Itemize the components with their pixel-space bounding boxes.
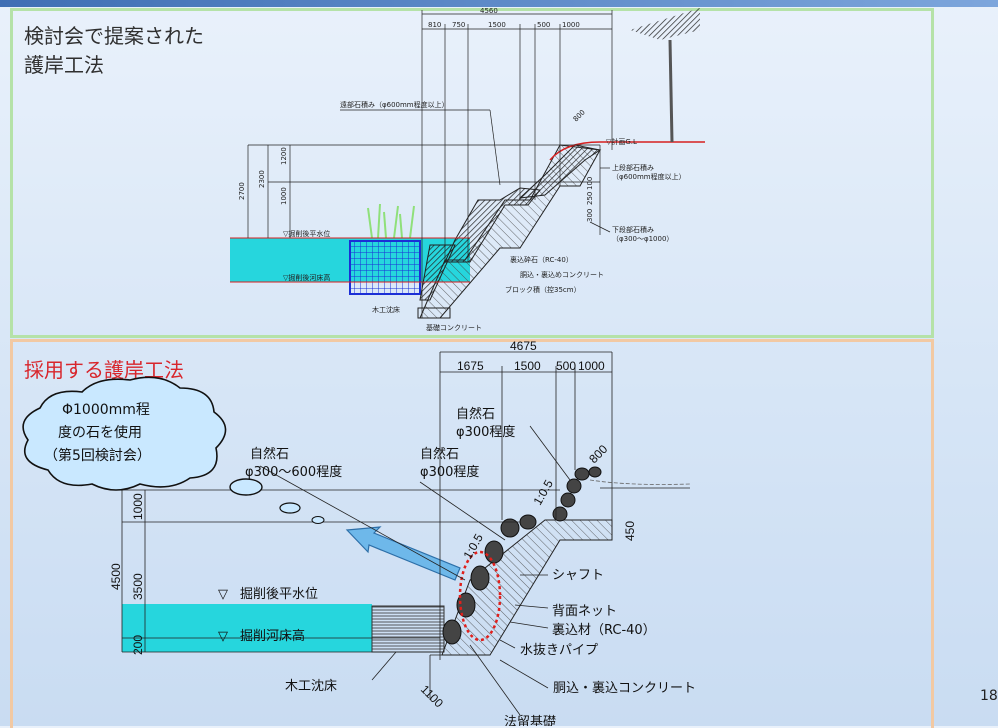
top-label-800: 800 [572, 108, 587, 123]
top-label-crown-stone: 遠部石積み（φ600mm程度以上） [340, 100, 449, 109]
bottom-vdim-d: 200 [131, 635, 145, 655]
bottom-dim-d: 1000 [578, 359, 605, 373]
top-ground-line [549, 141, 705, 161]
back-net-label: 背面ネット [552, 604, 617, 619]
reed-plants [367, 203, 415, 239]
top-small-dim-b: 250 [586, 192, 594, 205]
callout-cloud: Φ1000mm程 度の石を使用 （第5回検討会） [22, 376, 325, 524]
bottom-dim-c: 500 [556, 359, 576, 373]
proposed-title-line1: 検討会で提案された [24, 24, 204, 48]
top-label-lower-stone: 下段部石積み [612, 225, 654, 234]
top-timber-mattress [349, 240, 421, 295]
adopted-cross-section: 4675 1675 1500 500 1000 1000 4500 3500 2… [22, 339, 696, 726]
bottom-dim-b: 1500 [514, 359, 541, 373]
top-dim-c: 1500 [488, 21, 506, 29]
stone3-name: 自然石 [456, 406, 495, 422]
bottom-vdim-b: 4500 [109, 563, 123, 590]
bottom-dim-a: 1675 [457, 359, 484, 373]
callout-line2: 度の石を使用 [58, 424, 142, 441]
top-label-water-level: ▽掘削後平水位 [283, 229, 330, 238]
top-label-timber: 木工沈床 [372, 305, 400, 314]
bottom-slope-upper: 1:0.5 [530, 477, 556, 507]
callout-arrow [345, 526, 461, 581]
bottom-dim-total: 4675 [510, 339, 537, 353]
stone2-name: 自然石 [420, 446, 459, 462]
top-vdim-c: 1200 [280, 147, 288, 165]
stone2-size: φ300程度 [420, 464, 479, 480]
top-vdim-d: 1000 [280, 187, 288, 205]
drain-pipe-label: 水抜きパイプ [520, 642, 598, 658]
shaft-label: シャフト [552, 568, 604, 583]
top-dim-total: 4560 [480, 7, 498, 15]
top-dim-d: 500 [537, 21, 550, 29]
bottom-dim-800: 800 [586, 442, 610, 466]
top-label-lower-stone-size: （φ300～φ1000） [612, 235, 673, 243]
proposed-title-line2: 護岸工法 [24, 53, 104, 77]
water-level-symbol: ▽ [218, 587, 228, 602]
callout-line1: Φ1000mm程 [62, 402, 150, 418]
proposed-cross-section: 4560 810 750 1500 500 1000 2700 2300 120… [230, 7, 705, 332]
top-small-dim-a: 100 [586, 177, 594, 190]
bottom-slope-lower: 1:0.5 [460, 531, 486, 561]
bottom-vdim-a: 1000 [131, 493, 145, 520]
top-vdim-a: 2700 [238, 182, 246, 200]
timber-label: 木工沈床 [285, 679, 337, 694]
top-label-bed-level: ▽掘削後河床高 [283, 273, 330, 282]
adopted-method-panel [10, 339, 934, 728]
top-label-block: ブロック積（控35cm） [505, 285, 581, 294]
top-accent-bar [0, 0, 998, 7]
bottom-timber-mattress [371, 605, 445, 653]
proposed-method-panel [10, 8, 934, 338]
top-label-ground: ▽計画G.L [606, 137, 637, 146]
stone3-size: φ300程度 [456, 424, 515, 440]
highlight-ring [458, 550, 502, 642]
bed-level-symbol: ▽ [218, 629, 228, 644]
bottom-water [122, 604, 372, 652]
top-small-dim-c: 300 [586, 209, 594, 222]
top-label-foundation: 基礎コンクリート [426, 323, 482, 332]
ground-surface [589, 479, 691, 485]
bottom-stone-facing [442, 466, 602, 645]
water-level-label: 掘削後平水位 [240, 587, 318, 602]
stone1-size: φ300～600程度 [245, 464, 342, 480]
toe-label: 法留基礎 [504, 715, 556, 726]
stone1-name: 自然石 [250, 446, 289, 462]
top-foundation-concrete [417, 307, 451, 319]
top-dim-b: 750 [452, 21, 465, 29]
tree-illustration [630, 8, 700, 143]
top-dimension-lines [247, 10, 613, 318]
bottom-dimension-lines [121, 351, 690, 716]
top-dim-e: 1000 [562, 21, 580, 29]
bottom-dim-1100: 1100 [418, 682, 446, 710]
top-label-upper-stone-size: （φ600mm程度以上） [612, 172, 686, 181]
bottom-vdim-c: 3500 [131, 573, 145, 600]
backfill-label: 裏込材（RC-40） [552, 623, 656, 638]
bed-level-label: 掘削河床高 [240, 628, 305, 644]
top-dim-a: 810 [428, 21, 441, 29]
concrete-label: 胴込・裏込コンクリート [553, 681, 696, 696]
top-label-concrete: 胴込・裏込めコンクリート [520, 270, 604, 279]
top-vdim-b: 2300 [258, 170, 266, 188]
page-number: 18 [980, 688, 998, 704]
top-label-backfill: 裏込砕石（RC-40） [510, 255, 573, 264]
top-label-upper-stone: 上段部石積み [612, 163, 654, 172]
bottom-dim-450: 450 [623, 521, 637, 541]
callout-line3: （第5回検討会） [44, 447, 151, 464]
